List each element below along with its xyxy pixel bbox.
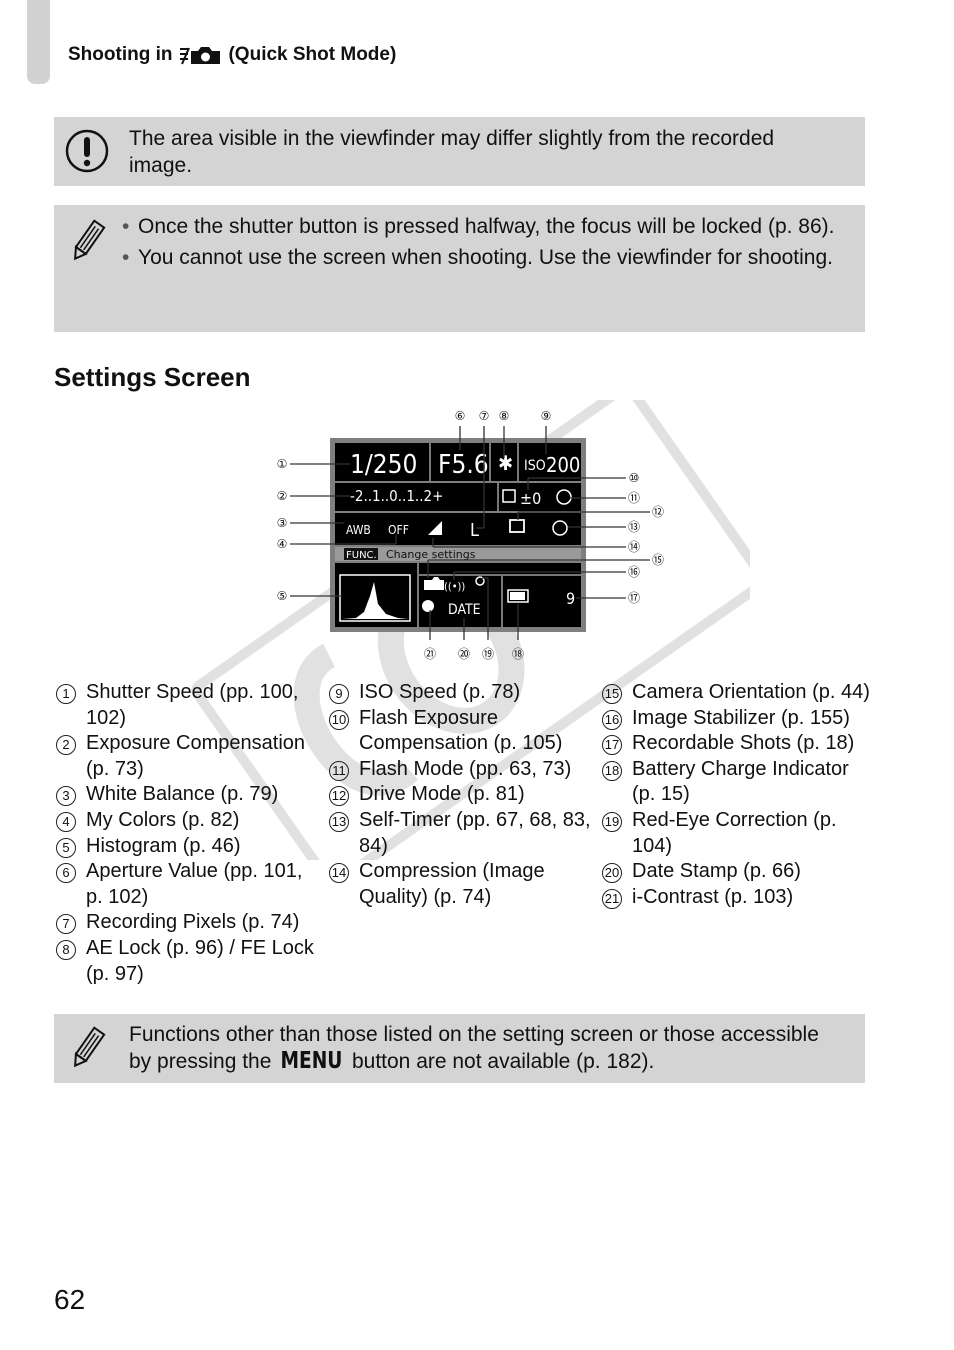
callout-12: ⑫ — [652, 505, 664, 519]
callout-21: ㉑ — [424, 647, 436, 661]
callout-11: ⑪ — [628, 491, 640, 505]
callout-20: ⑳ — [458, 647, 470, 661]
callout-17: ⑰ — [628, 591, 640, 605]
callout-14: ⑭ — [628, 540, 640, 554]
callout-5: ⑤ — [277, 589, 288, 603]
settings-screen-diagram: .scr { font-family: "DejaVu Sans Condens… — [277, 409, 664, 661]
callout-9: ⑨ — [541, 409, 552, 423]
callout-15: ⑮ — [652, 553, 664, 567]
bottom-note: Functions other than those listed on the… — [54, 1014, 865, 1083]
screen-iso-label: ISO — [524, 458, 546, 474]
callout-10: ⑩ — [629, 471, 640, 485]
callout-4: ④ — [277, 537, 288, 551]
screen-aperture: F5.6 — [438, 450, 489, 480]
screen-wb: AWB — [346, 523, 371, 537]
quick-shot-camera-icon — [180, 47, 221, 65]
callout-13: ⑬ — [628, 520, 640, 534]
screen-exposure-scale: -2..1..0..1..2+ — [350, 487, 443, 505]
memo-note: •Once the shutter button is pressed half… — [54, 205, 865, 332]
callout-8: ⑧ — [499, 409, 510, 423]
callout-numbers: ① ② ③ ④ ⑤ ⑥ ⑦ ⑧ ⑨ ⑩ ⑪ ⑫ ⑬ ⑭ ⑮ ⑯ ⑰ ⑱ ⑲ ⑳ … — [277, 409, 664, 661]
callout-7: ⑦ — [479, 409, 490, 423]
screen-quality: L — [470, 520, 479, 541]
screen-flash-exposure: ±0 — [520, 489, 541, 508]
memo-bullets: •Once the shutter button is pressed half… — [122, 213, 835, 275]
callout-19: ⑲ — [482, 647, 494, 661]
exclamation-circle-icon — [65, 129, 109, 173]
header-title-suffix: (Quick Shot Mode) — [228, 44, 397, 65]
callout-18: ⑱ — [512, 647, 524, 661]
screen-func-label: FUNC. — [346, 550, 377, 561]
menu-button-label: MENU — [280, 1048, 343, 1074]
screen-date: DATE — [448, 602, 481, 618]
memo-bullet: •You cannot use the screen when shooting… — [122, 246, 833, 269]
chapter-tab — [27, 0, 50, 84]
page-header: Shooting in (Quick Shot Mode) — [68, 44, 396, 66]
screen-mycolors: OFF — [388, 523, 409, 537]
screen-shots: 9 — [566, 589, 575, 608]
screen-func-text: Change settings — [386, 548, 476, 561]
caution-note: The area visible in the viewfinder may d… — [54, 117, 865, 186]
page-number: 62 — [54, 1284, 86, 1315]
svg-text:((•)): ((•)) — [444, 580, 465, 593]
callout-16: ⑯ — [628, 565, 640, 579]
pencil-icon — [74, 1026, 106, 1068]
memo-bullet: •Once the shutter button is pressed half… — [122, 215, 835, 238]
callout-3: ③ — [277, 516, 288, 530]
screen-ae-lock: ✱ — [498, 451, 513, 475]
caution-text: The area visible in the viewfinder may d… — [129, 127, 775, 177]
screen-iso-value: 200 — [546, 453, 580, 477]
pencil-icon — [74, 219, 106, 261]
bottom-note-text: Functions other than those listed on the… — [129, 1023, 819, 1074]
section-title: Settings Screen — [54, 362, 251, 392]
header-title-prefix: Shooting in — [68, 44, 173, 65]
screen-shutter: 1/250 — [350, 450, 417, 480]
callout-1: ① — [277, 457, 288, 471]
callout-2: ② — [277, 489, 288, 503]
callout-6: ⑥ — [455, 409, 466, 423]
